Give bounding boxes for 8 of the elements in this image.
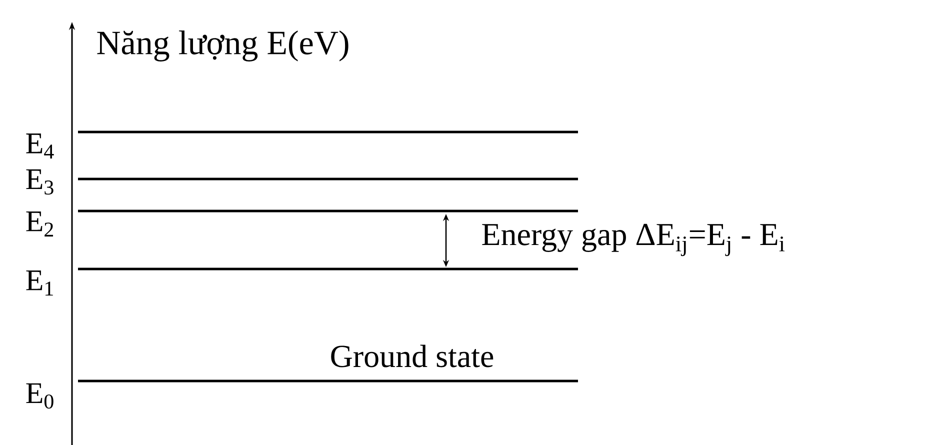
level-label: E$_{1}$ [26,270,53,296]
level-label: E$_{4}$ [26,134,54,158]
axis-title: Năng lượng E(eV) [97,30,348,62]
gap-label: Energy gap ΔE$_{ij}$=E$_{j}$ - E$_{i}$ [482,224,785,256]
level-label: E$_{3}$ [26,169,54,195]
level-caption: Ground state [331,344,494,368]
level-label: E$_{0}$ [26,383,54,409]
level-label: E$_{2}$ [26,212,53,236]
